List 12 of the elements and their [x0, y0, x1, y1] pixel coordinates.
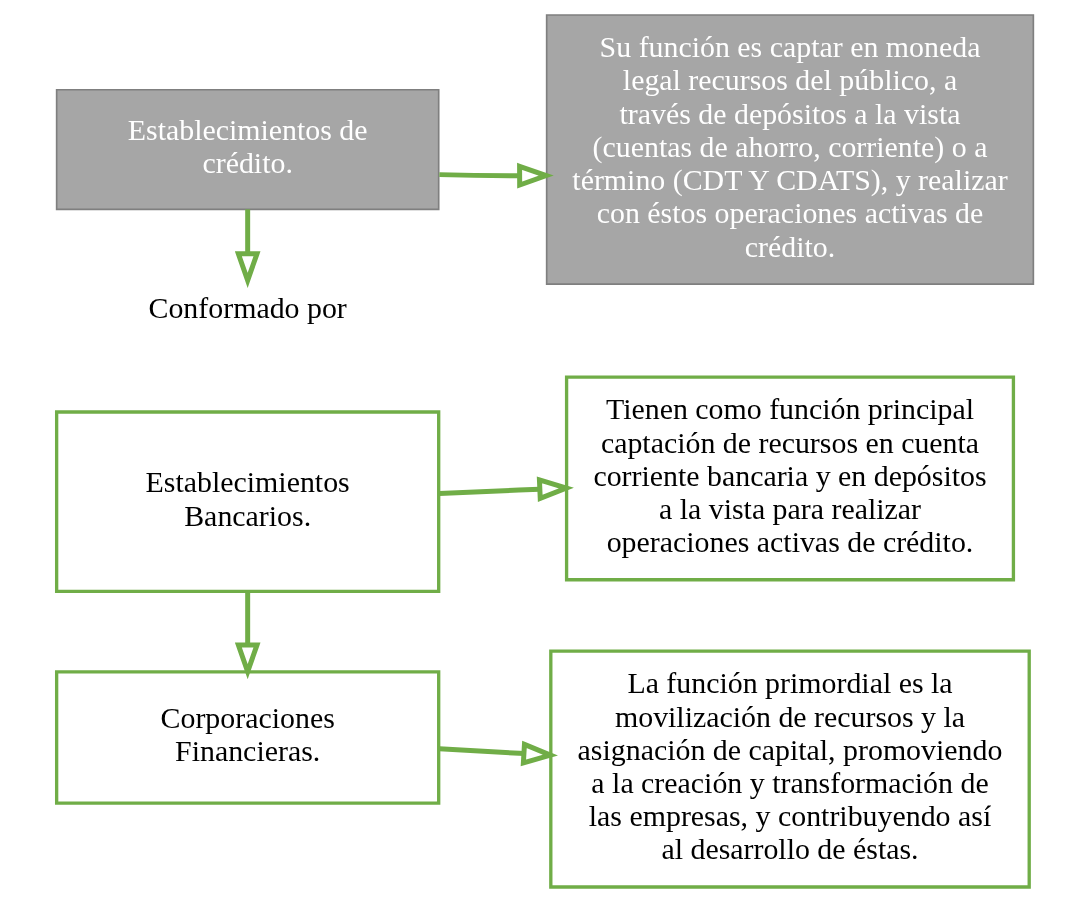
node-box: Tienen como función principal captación de recursos en cuenta corriente bancaria y en depósitos a la vista para realizar operaciones activas de crédito.	[564, 375, 1016, 582]
arrow	[234, 209, 261, 288]
arrow	[439, 476, 574, 503]
node-text: Conformado por	[148, 290, 347, 324]
arrow	[439, 740, 558, 767]
node-box: Su función es captar en moneda legal recursos del público, a través de depósitos a la vista (cuentas de ahorro, corriente) o a término (CDT Y CDATS), y realizar con éstos operaciones activas de crédito.	[545, 14, 1035, 285]
arrow	[234, 592, 261, 680]
node-box: Establecimientos Bancarios.	[55, 410, 441, 593]
node-box: Establecimientos de crédito.	[55, 88, 440, 211]
node-box: Corporaciones Financieras.	[55, 670, 441, 805]
node-box: La función primordial es la movilización de recursos y la asignación de capital, promoviendo a la creación y transformación de las empresas, y contribuyendo así al desarrollo de éstas.	[549, 649, 1031, 889]
arrow	[439, 162, 554, 189]
